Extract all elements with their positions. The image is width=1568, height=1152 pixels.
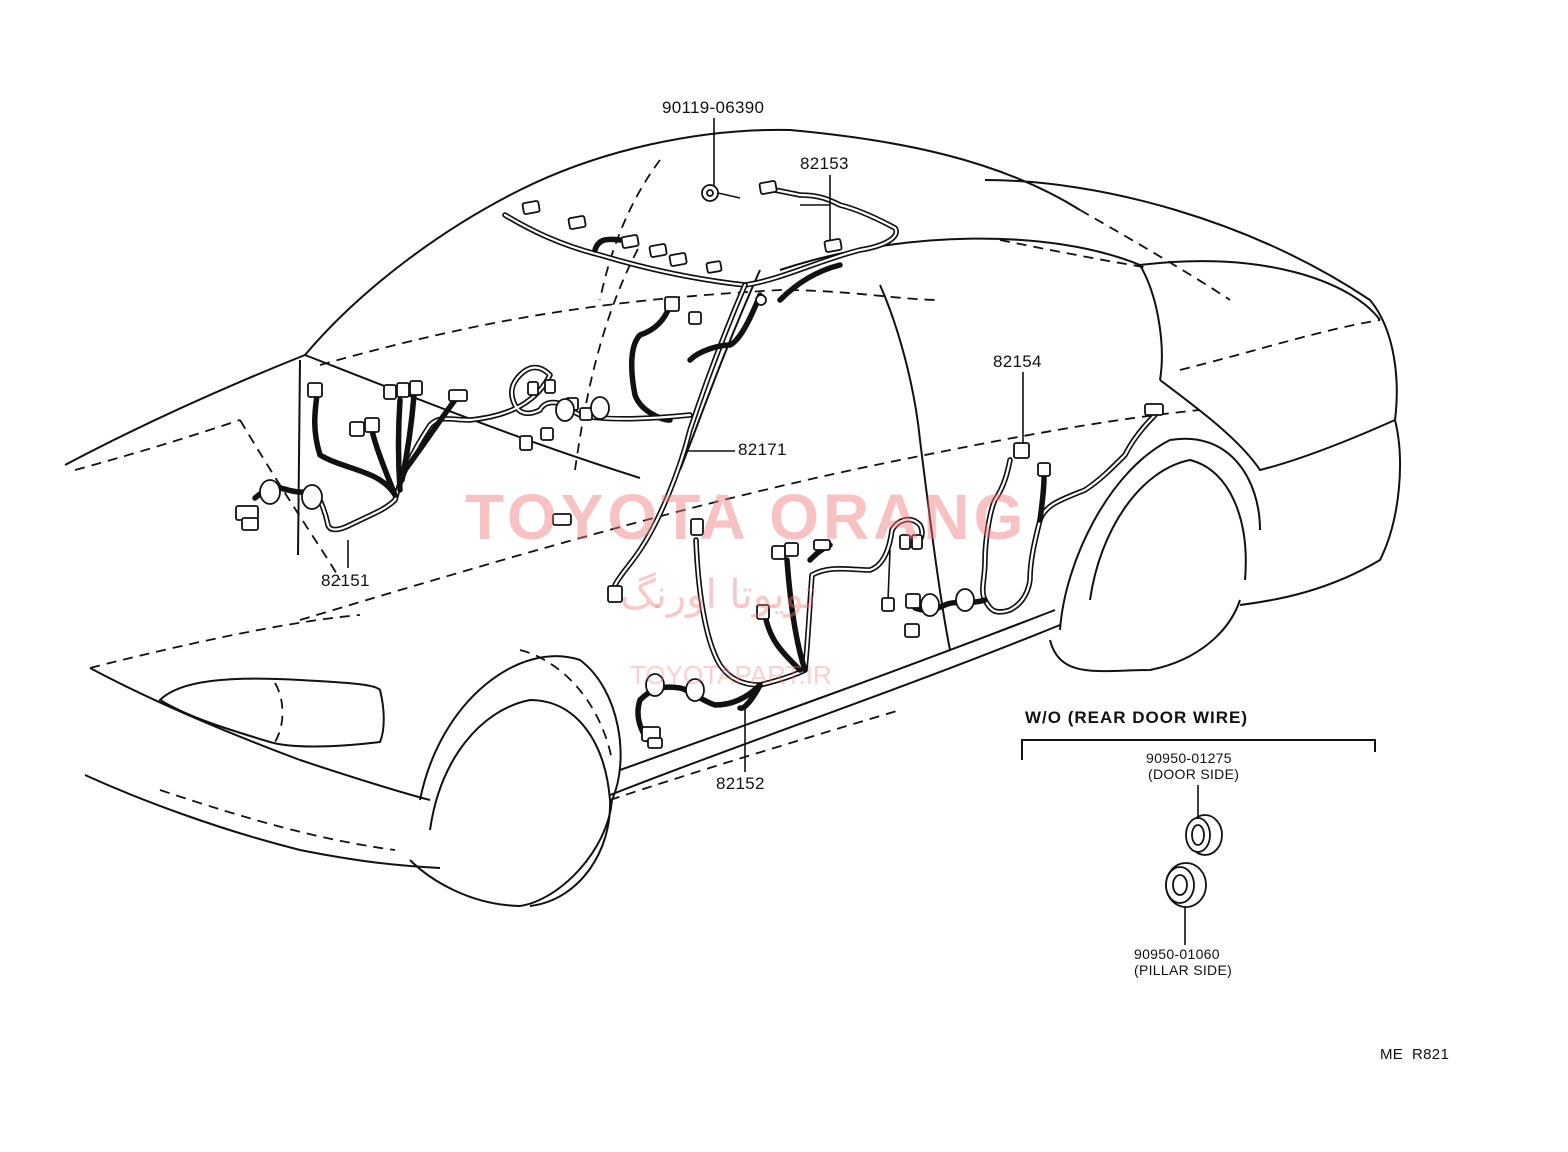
wire-82153-roof	[502, 187, 899, 288]
label-90950-01275: 90950-01275	[1146, 750, 1232, 766]
label-door-side: (DOOR SIDE)	[1148, 766, 1240, 782]
roof-connectors	[521, 180, 843, 274]
label-90119-06390: 90119-06390	[662, 98, 765, 117]
wire-82152-door	[635, 516, 925, 749]
label-pillar-side: (PILLAR SIDE)	[1134, 962, 1233, 978]
leader-lines	[347, 118, 1024, 772]
watermark-persian-text: تویوتا اورنگ	[620, 572, 817, 618]
watermark-url: TOYOTAPART.IR	[630, 660, 832, 690]
label-82171: 82171	[738, 440, 787, 459]
label-82152: 82152	[716, 774, 765, 793]
wire-82171-pillar	[607, 262, 843, 603]
grommet-pillar-side	[1165, 862, 1207, 908]
wire-82151-front	[235, 364, 693, 533]
watermark-text: TOYOTA ORANG	[465, 481, 1028, 553]
diagram-code: ME R821	[1380, 1046, 1450, 1063]
car-body-outline	[64, 128, 1401, 908]
option-box-title: W/O (REAR DOOR WIRE)	[1025, 708, 1249, 727]
label-82151: 82151	[321, 571, 370, 590]
label-82153: 82153	[800, 154, 849, 173]
grommet-door-side	[1185, 814, 1223, 856]
wire-82154-rear-door	[904, 403, 1164, 638]
label-90950-01060: 90950-01060	[1134, 946, 1220, 962]
label-82154: 82154	[993, 352, 1042, 371]
